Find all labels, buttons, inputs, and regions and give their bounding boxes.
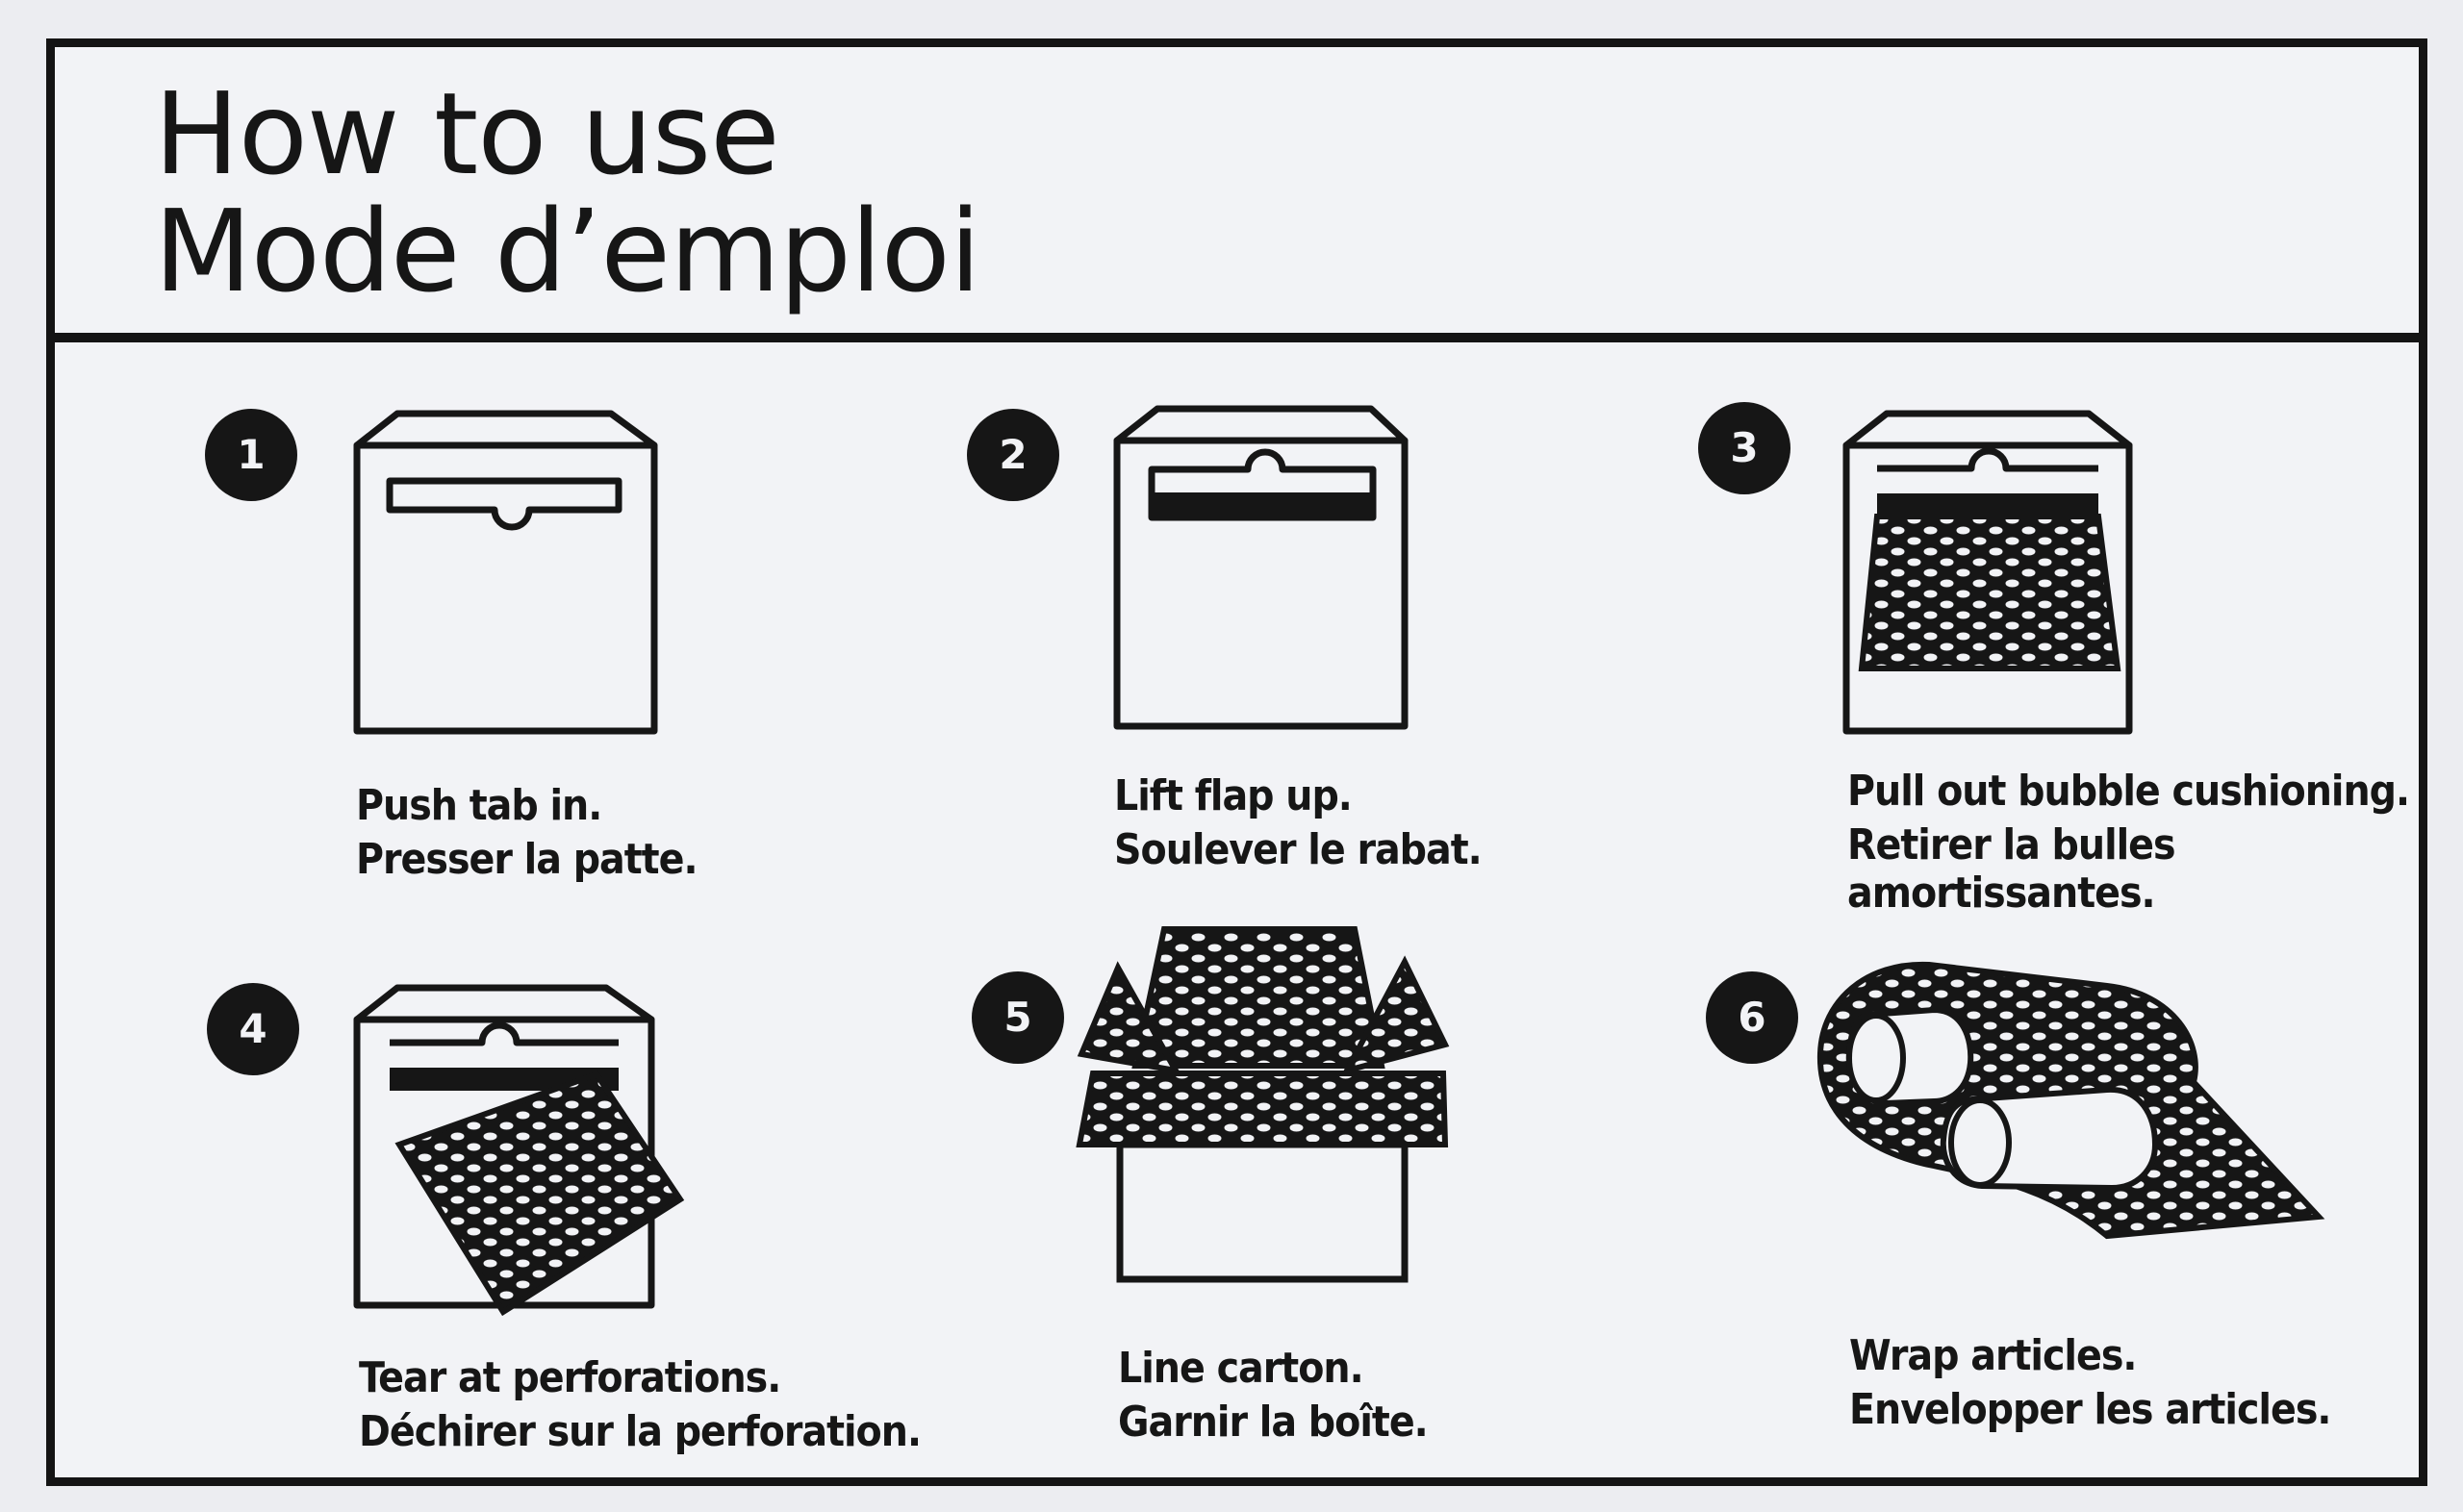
- step-2-en: Lift flap up.: [1114, 771, 1353, 820]
- step-5-fr: Garnir la boîte.: [1118, 1398, 1429, 1447]
- step-6-number: 6: [1706, 971, 1798, 1064]
- box-bubble-icon: [1842, 410, 2133, 735]
- step-4-fr: Déchirer sur la perforation.: [359, 1407, 922, 1456]
- step-4-number: 4: [207, 983, 299, 1075]
- step-1-number: 1: [205, 409, 297, 501]
- step-1-en: Push tab in.: [356, 781, 602, 830]
- step-2-number: 2: [967, 409, 1059, 501]
- box-tab-icon: [353, 410, 658, 735]
- title-english: How to use: [154, 67, 780, 200]
- step-3-number: 3: [1698, 402, 1790, 494]
- instruction-panel: [46, 38, 2427, 1486]
- title-french: Mode d’emploi: [154, 185, 981, 317]
- step-3-fr-continued: amortissantes.: [1847, 869, 2156, 918]
- step-4-caption: Tear at perforations. Déchirer sur la pe…: [359, 1351, 922, 1459]
- step-2-caption: Lift flap up. Soulever le rabat.: [1114, 769, 1483, 877]
- step-4-en: Tear at perforations.: [359, 1353, 781, 1402]
- step-3-caption: Pull out bubble cushioning. Retirer la b…: [1847, 765, 2410, 920]
- step-6-fr: Envelopper les articles.: [1849, 1385, 2331, 1434]
- step-1-caption: Push tab in. Presser la patte.: [356, 779, 698, 887]
- step-2-fr: Soulever le rabat.: [1114, 825, 1483, 874]
- bubble-sheet-tear-icon: [353, 984, 685, 1317]
- step-6-en: Wrap articles.: [1849, 1331, 2137, 1380]
- page-title: How to use Mode d’emploi: [154, 67, 981, 317]
- box-flap-open-icon: [1113, 405, 1409, 730]
- step-1-fr: Presser la patte.: [356, 835, 698, 884]
- step-5-en: Line carton.: [1118, 1344, 1364, 1393]
- step-6-caption: Wrap articles. Envelopper les articles.: [1849, 1329, 2331, 1437]
- step-3-fr: Retirer la bulles: [1847, 820, 2176, 869]
- title-divider: [46, 333, 2427, 342]
- bubble-wrap-roll-icon: [1816, 961, 2325, 1240]
- step-5-caption: Line carton. Garnir la boîte.: [1118, 1342, 1429, 1449]
- step-3-en: Pull out bubble cushioning.: [1847, 767, 2410, 816]
- lined-carton-icon: [1076, 926, 1450, 1283]
- step-5-number: 5: [972, 971, 1064, 1064]
